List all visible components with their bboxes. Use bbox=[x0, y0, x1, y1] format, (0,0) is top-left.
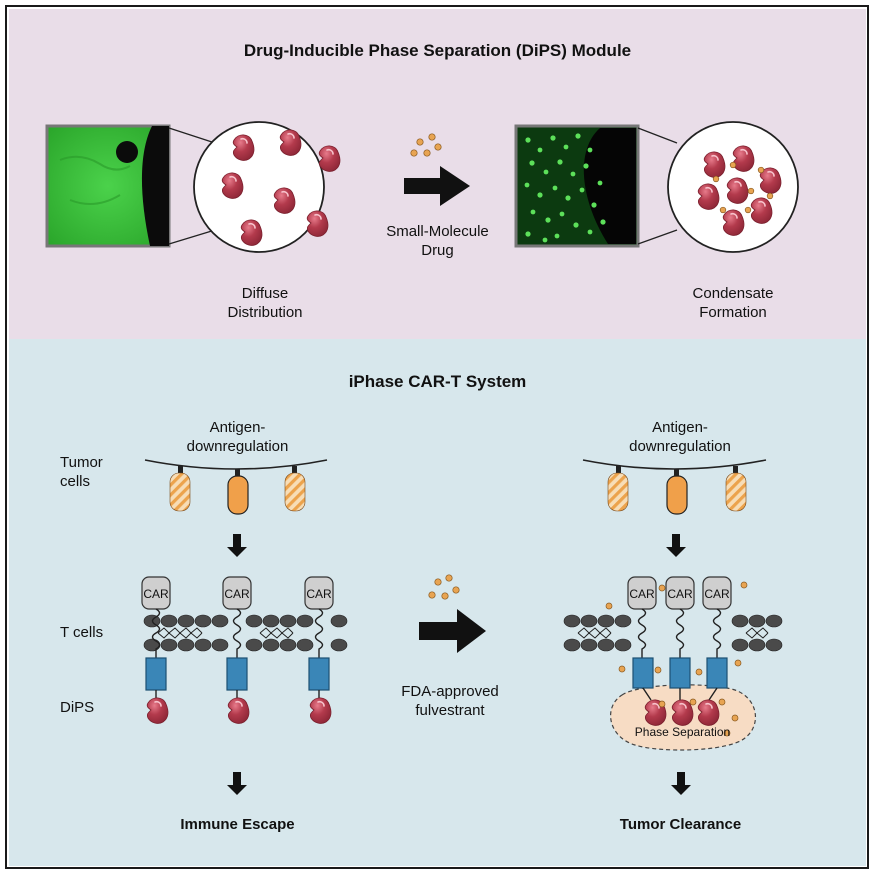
fulvestrant-label: FDA-approved fulvestrant bbox=[375, 683, 525, 721]
car-unit-right-2 bbox=[665, 576, 695, 727]
antigen-left bbox=[169, 466, 306, 515]
immune-escape-label: Immune Escape bbox=[180, 816, 295, 833]
drug-label-line-2: Drug bbox=[421, 241, 454, 259]
tumor-cells-label: Tumor cells bbox=[60, 454, 103, 492]
antigen-label-right: Antigen- downregulation bbox=[610, 419, 750, 457]
iphase-title: iPhase CAR-T System bbox=[348, 372, 527, 391]
antigen-label-left-line-1: Antigen- bbox=[209, 419, 266, 436]
antigen-label-left: Antigen- downregulation bbox=[170, 419, 305, 457]
diffuse-label: Diffuse Distribution bbox=[200, 285, 330, 323]
condensate-label: Condensate Formation bbox=[668, 285, 798, 323]
car-unit-right-3 bbox=[697, 576, 732, 727]
car-label: CAR bbox=[667, 587, 693, 601]
car-label: CAR bbox=[224, 587, 250, 601]
car-label: CAR bbox=[306, 587, 332, 601]
car-unit-right-1 bbox=[627, 576, 667, 727]
small-molecule-drug-dots bbox=[410, 133, 442, 157]
antigen-label-right-line-1: Antigen- bbox=[652, 419, 708, 436]
fulvestrant-label-line-2: fulvestrant bbox=[415, 701, 485, 719]
car-unit-left-2 bbox=[222, 576, 252, 725]
tcell-membrane-left bbox=[143, 614, 348, 652]
drug-label: Small-Molecule Drug bbox=[355, 223, 520, 261]
tumor-membrane-right bbox=[582, 459, 767, 470]
condensate-label-line-2: Formation bbox=[699, 303, 767, 321]
car-unit-left-3 bbox=[304, 576, 334, 725]
diffuse-zoom-circle bbox=[193, 121, 341, 253]
fulvestrant-label-line-1: FDA-approved bbox=[401, 683, 499, 700]
diffuse-cell-image bbox=[45, 124, 171, 248]
diffuse-label-line-1: Diffuse bbox=[241, 285, 289, 302]
dips-label: DiPS bbox=[60, 699, 95, 716]
treatment-arrow-icon bbox=[419, 609, 486, 653]
tcell-membrane-right bbox=[563, 614, 783, 652]
down-arrow-icon bbox=[227, 772, 247, 795]
antigen-right bbox=[607, 466, 747, 515]
down-arrow-icon bbox=[227, 534, 247, 557]
down-arrow-icon bbox=[671, 772, 691, 795]
car-unit-left-1 bbox=[141, 576, 171, 725]
condensate-zoom-circle bbox=[667, 121, 799, 253]
condensate-cell-image bbox=[514, 124, 640, 248]
fulvestrant-dots bbox=[428, 574, 460, 600]
down-arrow-icon bbox=[666, 534, 686, 557]
tumor-cells-label-line-2: cells bbox=[60, 472, 91, 490]
tumor-cells-label-line-1: Tumor bbox=[60, 454, 103, 471]
car-label: CAR bbox=[704, 587, 730, 601]
drug-arrow-icon bbox=[404, 166, 470, 206]
condensate-label-line-1: Condensate bbox=[692, 285, 774, 302]
antigen-label-right-line-2: downregulation bbox=[629, 437, 731, 455]
tumor-clearance-label: Tumor Clearance bbox=[619, 816, 742, 833]
tumor-membrane-left bbox=[144, 459, 328, 470]
antigen-label-left-line-2: downregulation bbox=[186, 437, 289, 455]
drug-label-line-1: Small-Molecule bbox=[386, 223, 489, 240]
dips-module-title: Drug-Inducible Phase Separation (DiPS) M… bbox=[243, 41, 632, 60]
fulvestrant-bound-dots bbox=[605, 581, 748, 737]
diffuse-label-line-2: Distribution bbox=[227, 303, 303, 321]
car-label: CAR bbox=[143, 587, 169, 601]
phase-separation-label: Phase Separation bbox=[634, 725, 731, 739]
car-label: CAR bbox=[629, 587, 655, 601]
tcells-label: T cells bbox=[60, 624, 104, 641]
